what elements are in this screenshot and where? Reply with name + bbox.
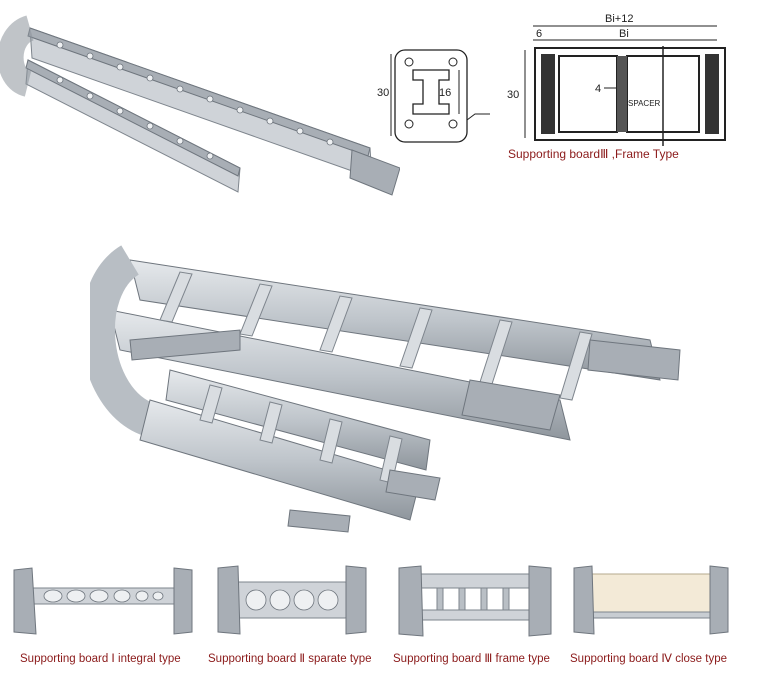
close-right-side-plate — [709, 565, 729, 635]
board-integral-caption: Supporting board Ⅰ integral type — [20, 653, 181, 665]
board-close-photo — [573, 565, 729, 635]
frame-spacer-bar — [617, 56, 627, 132]
lower-foot-bracket — [287, 509, 351, 533]
height-label: 30 — [377, 87, 389, 99]
inner-width-label: Bi — [619, 28, 629, 40]
chain-bend — [90, 245, 157, 437]
frame-spacers — [436, 587, 510, 611]
separate-left-side-plate — [217, 565, 241, 635]
integral-right-side-plate — [173, 567, 193, 635]
outer-width-label: Bi+12 — [605, 13, 633, 25]
thickness-label: 4 — [595, 83, 601, 95]
separate-holes — [245, 589, 339, 611]
mount-hole — [448, 57, 458, 67]
board-separate-photo — [217, 565, 367, 635]
chain-end-bracket — [349, 149, 400, 196]
close-base-bar — [587, 611, 715, 619]
board-separate-caption: Supporting board Ⅱ sparate type — [208, 653, 372, 665]
frame-type-caption: Supporting boardⅢ ,Frame Type — [508, 147, 679, 161]
board-integral-photo — [13, 567, 193, 635]
separate-right-side-plate — [345, 565, 367, 635]
board-frame-photo — [398, 565, 552, 637]
frame-bottom-bar — [418, 609, 532, 621]
lower-mount-bracket — [385, 469, 441, 501]
upper-crossbars — [159, 271, 593, 401]
frame-height-label: 30 — [507, 89, 519, 101]
close-left-side-plate — [573, 565, 595, 635]
mount-hole — [448, 119, 458, 129]
mount-hole — [404, 57, 414, 67]
offset-label: 6 — [536, 28, 542, 40]
frame-right-side-plate-photo — [528, 565, 552, 637]
frame-top-bar — [418, 573, 532, 589]
steel-drag-chain-photo — [0, 15, 400, 196]
spacer-label: SPACER — [628, 99, 661, 108]
side-profile-drawing: 30 16 — [377, 49, 490, 143]
frame-type-drawing: Bi+12 6 Bi 30 4 SPACER — [507, 13, 726, 146]
board-close-caption: Supporting board Ⅳ close type — [570, 653, 728, 665]
mount-hole — [404, 119, 414, 129]
frame-left-side-plate — [541, 54, 555, 134]
lower-run-rear-links — [165, 369, 431, 471]
inner-label: 16 — [439, 87, 451, 99]
frame-right-side-plate — [705, 54, 719, 134]
frame-outline — [534, 47, 726, 141]
lower-crossbars — [199, 384, 403, 484]
frame-left-side-plate-photo — [398, 565, 424, 637]
chain-link-holes — [56, 41, 334, 160]
lower-top-plate — [129, 329, 241, 361]
middle-mount-bracket — [461, 379, 561, 431]
integral-left-side-plate — [13, 567, 37, 635]
integral-holes — [43, 589, 164, 603]
right-mount-bracket — [587, 339, 681, 381]
side-plate-outline — [394, 49, 468, 143]
board-frame-caption: Supporting board Ⅲ frame type — [393, 653, 550, 665]
cable-carrier-photo — [90, 245, 681, 533]
leader-line — [466, 113, 490, 121]
i-beam-section — [412, 69, 450, 115]
close-cover-plate — [585, 573, 717, 613]
